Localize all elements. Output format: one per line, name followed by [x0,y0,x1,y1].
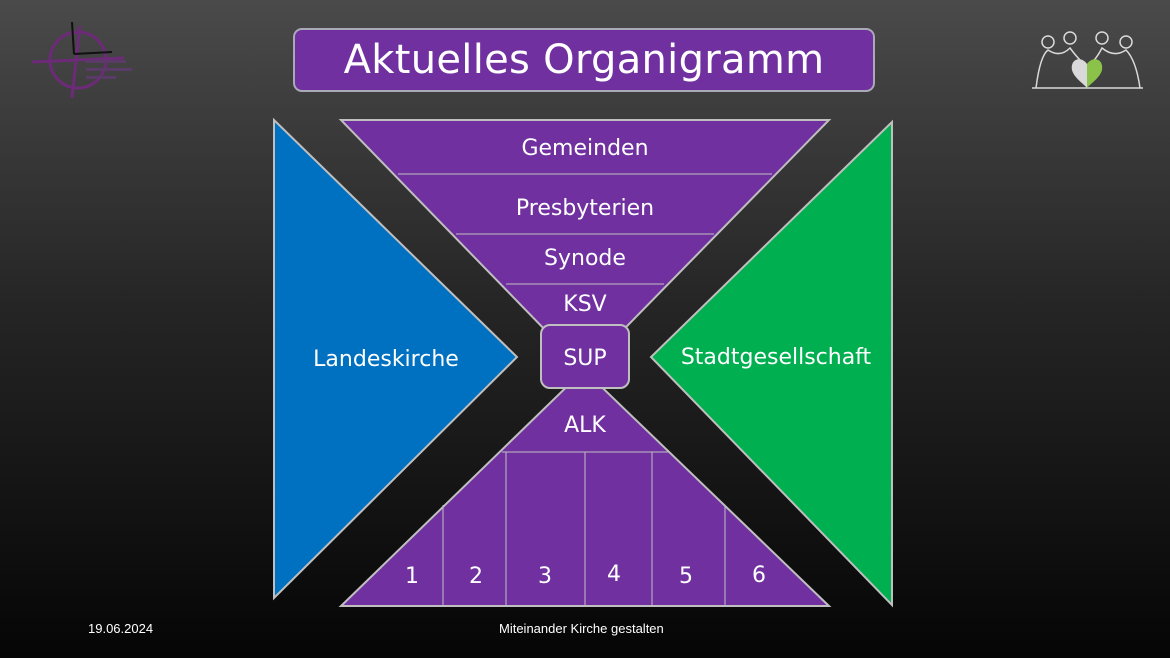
page-title: Aktuelles Organigramm [293,28,875,92]
right-triangle-label: Stadtgesellschaft [681,345,872,370]
community-heart-icon [1032,31,1143,89]
funnel-level-label: Presbyterien [516,196,654,221]
pyramid-top-label: ALK [564,413,606,438]
center-box [540,324,630,389]
pyramid-segment-label: 4 [607,562,621,587]
pyramid-segment-label: 5 [679,564,693,589]
right-triangle [649,119,893,608]
funnel-level-label: Synode [544,246,626,271]
left-triangle-label: Landeskirche [313,347,459,372]
funnel-level-label: Gemeinden [521,136,648,161]
pyramid-segment-label: 2 [469,564,483,589]
pyramid-segment-label: 3 [538,564,552,589]
footer-date: 19.06.2024 [88,621,154,636]
church-logo-icon [31,21,132,99]
funnel-level-label: KSV [563,292,606,317]
pyramid-segment-label: 6 [752,563,766,588]
center-box-label: SUP [563,346,606,371]
left-triangle [273,117,519,601]
top-funnel [338,119,832,372]
footer-text: Miteinander Kirche gestalten [499,621,664,636]
pyramid-segment-label: 1 [405,564,419,589]
